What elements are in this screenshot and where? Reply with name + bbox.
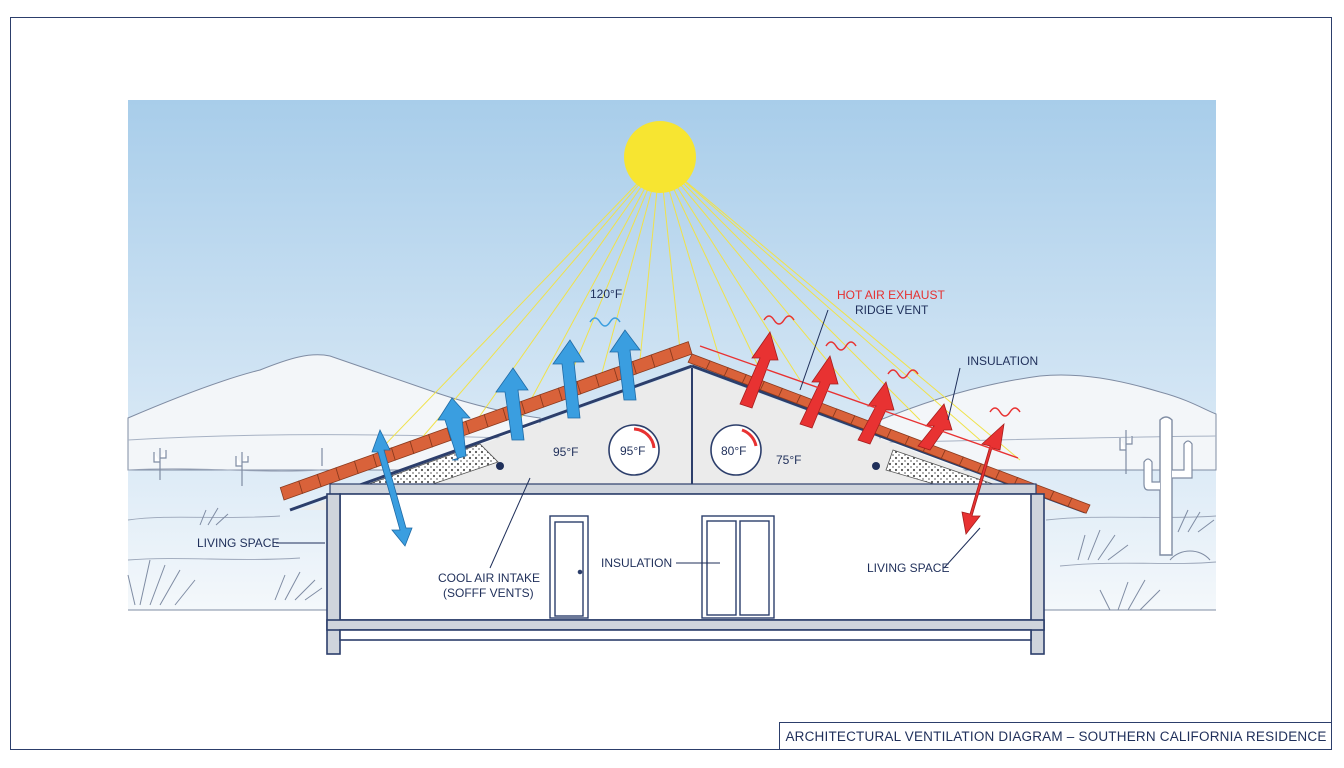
label-living-space-right: LIVING SPACE [867,561,949,575]
label-temp-120: 120°F [590,287,622,301]
gauge-left-value: 95°F [620,444,645,458]
sun-icon [624,121,696,193]
hot-air-arrows [739,331,1005,535]
leader-lines [276,309,981,569]
label-insulation-wall: INSULATION [601,556,672,570]
attic-space [300,368,1070,510]
house-body [326,493,1045,655]
thermometer-gauge-right [710,424,762,476]
label-temp-right-attic: 75°F [776,453,801,467]
roof-tile [669,341,693,362]
heat-wave-icon [589,315,1021,417]
cool-air-arrows [371,329,641,547]
diagram-title: ARCHITECTURAL VENTILATION DIAGRAM – SOUT… [779,722,1332,750]
roof-tiles [279,341,693,501]
thermometer-gauge-left [608,424,660,476]
roof-tile [1067,497,1091,514]
label-hot-air-exhaust: HOT AIR EXHAUST [837,288,945,302]
desert-shrubs [127,507,1215,611]
label-temp-left-attic: 95°F [553,445,578,459]
label-living-space-left: LIVING SPACE [197,536,279,550]
label-insulation-roof: INSULATION [967,354,1038,368]
cactus-icon [153,416,1193,556]
label-cool-air-intake: COOL AIR INTAKE [438,571,540,585]
sliding-door [701,515,775,619]
label-soffit-vents: (SOFFF VENTS) [443,586,534,600]
diagram-frame [10,17,1332,750]
gauge-right-value: 80°F [721,444,746,458]
door [549,515,589,619]
ridge-vent-line [699,345,1019,459]
ceiling-joist [329,483,1037,495]
vent-marker [496,462,880,470]
label-ridge-vent: RIDGE VENT [855,303,929,317]
